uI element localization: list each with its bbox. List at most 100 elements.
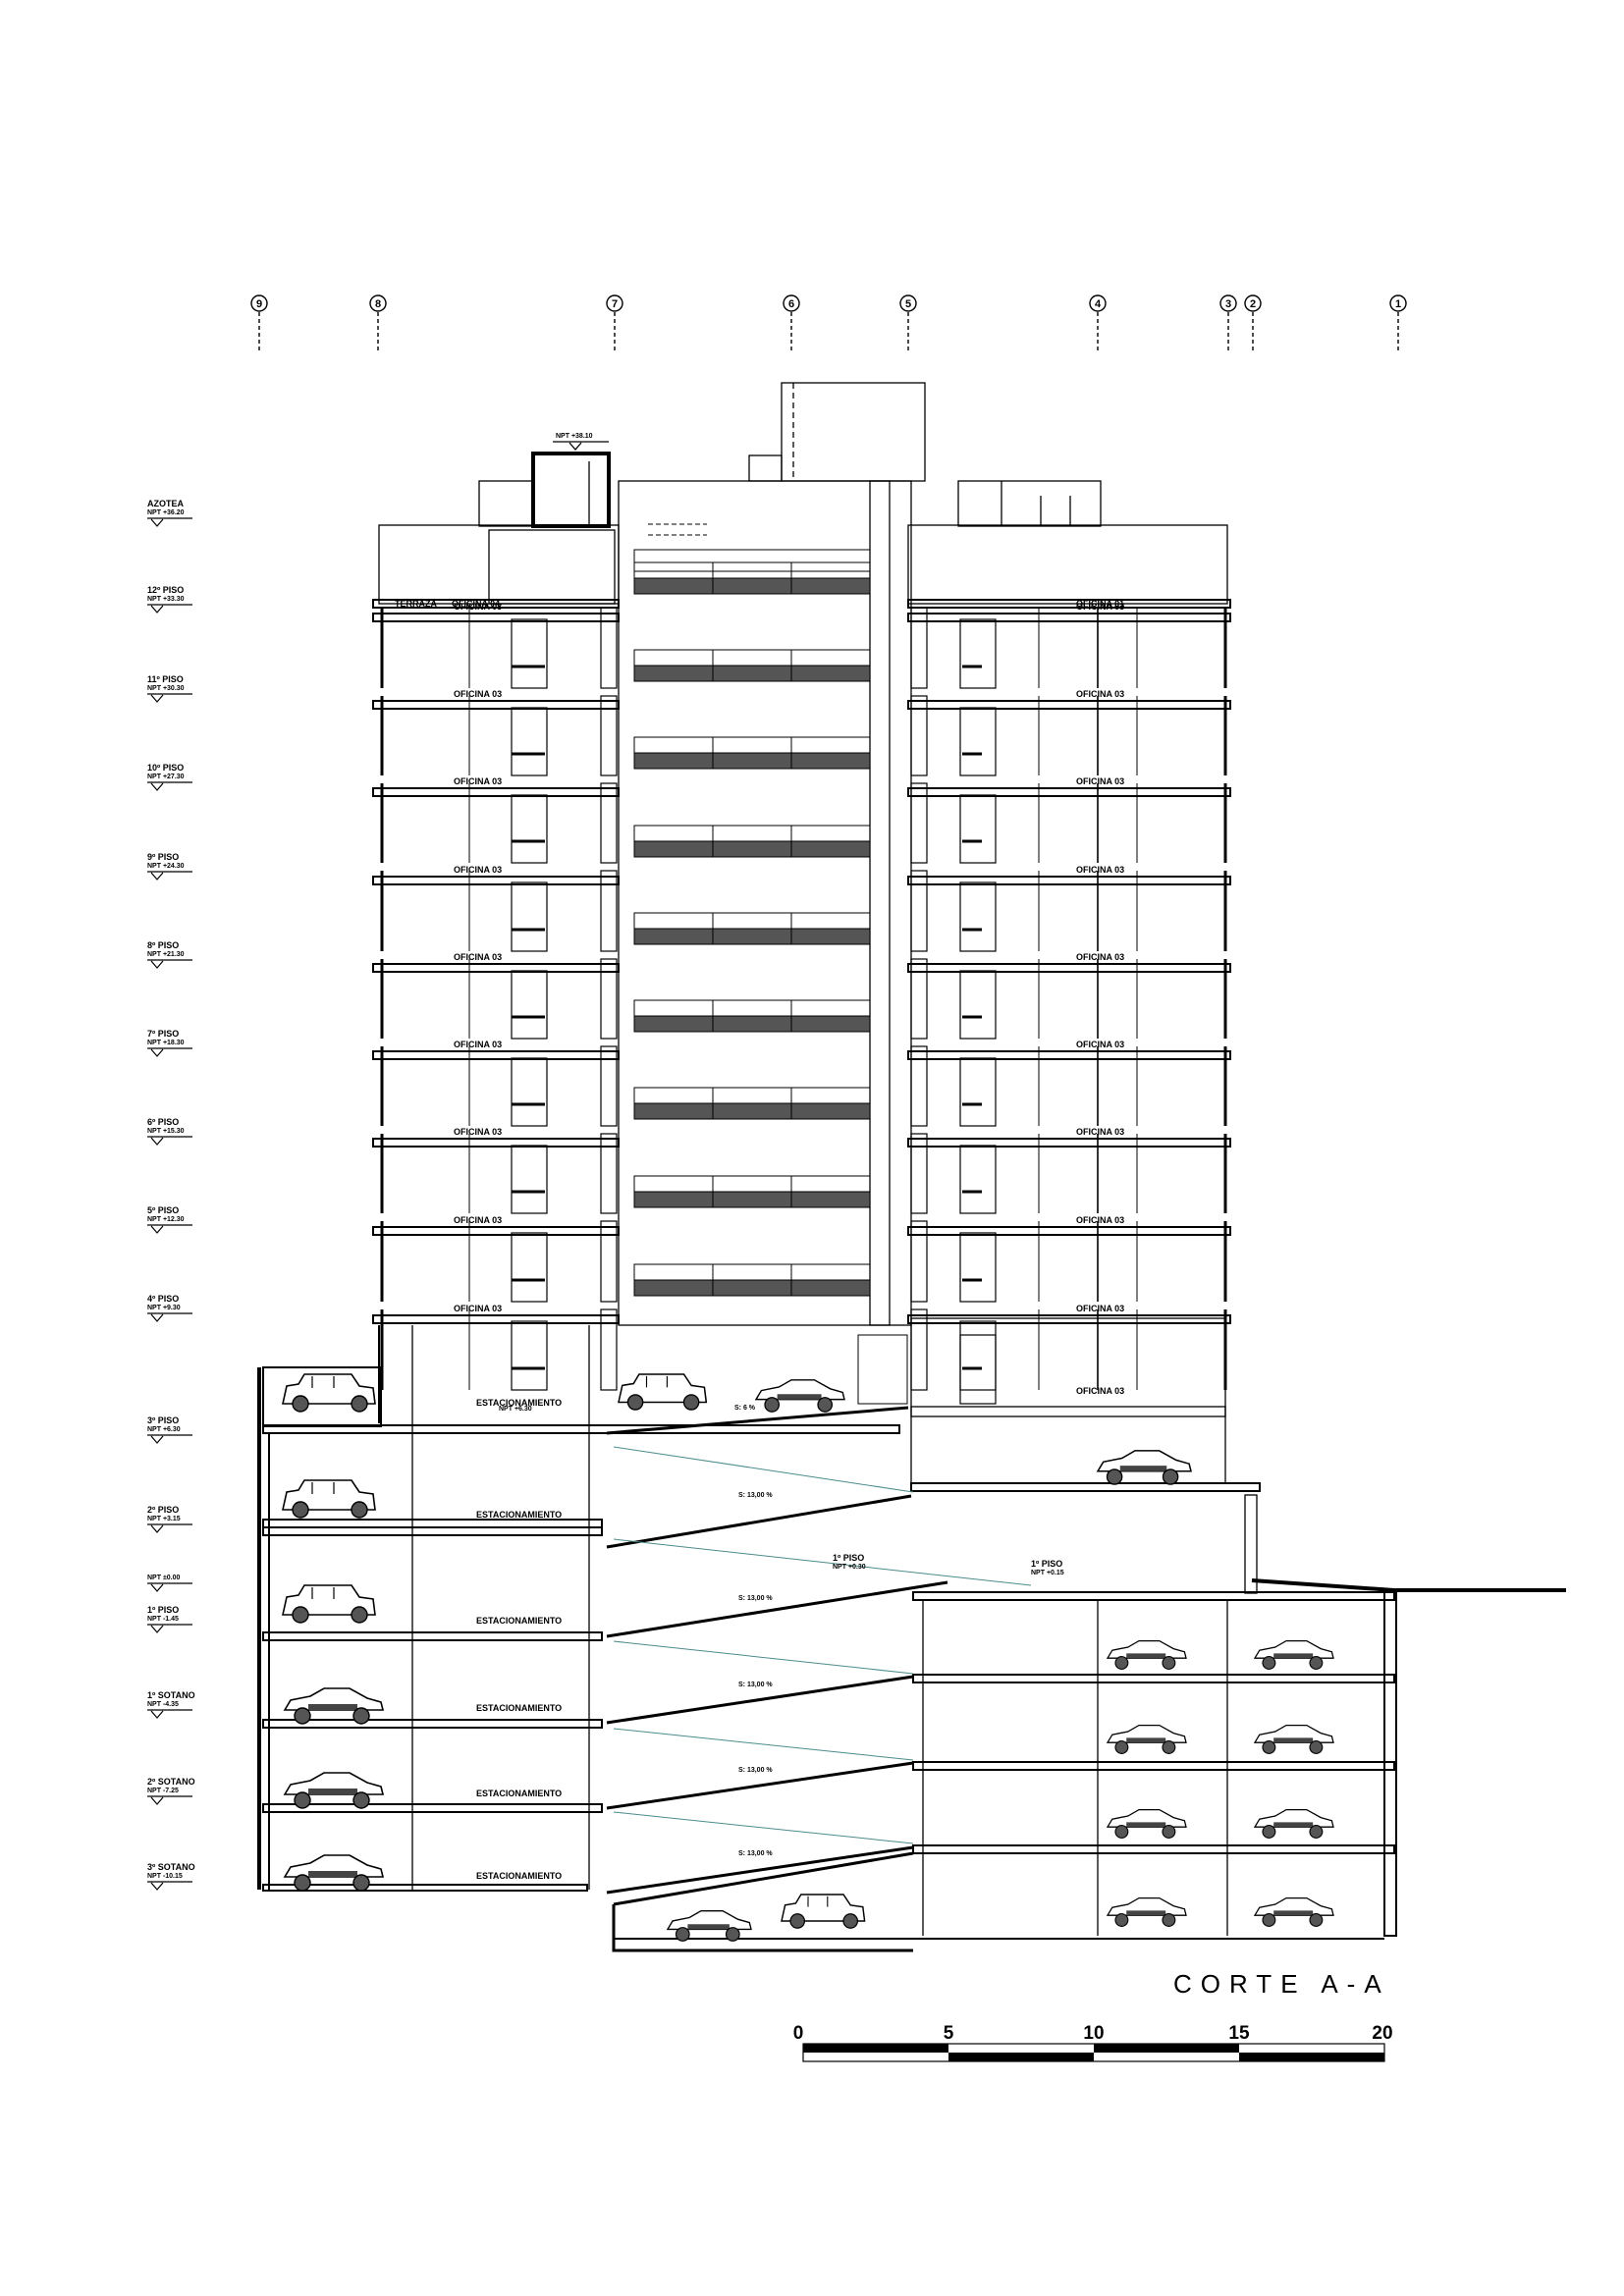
car-icon (283, 1772, 385, 1809)
ramp-slope-label: S: 13,00 % (738, 1850, 773, 1857)
parking-label: ESTACIONAMIENTO (476, 1616, 562, 1626)
slab-right (907, 787, 1231, 797)
level-name: 3º SOTANO (147, 1862, 195, 1872)
axis-label: 8 (375, 298, 381, 310)
level-name: 4º PISO (147, 1294, 179, 1304)
entry-level-npt: NPT +0.15 (1031, 1570, 1064, 1576)
car-icon (1106, 1724, 1187, 1754)
office-label: OFICINA 03 (1076, 1040, 1124, 1049)
door (959, 618, 997, 689)
car-icon (1253, 1896, 1334, 1927)
level-name: 1º SOTANO (147, 1690, 195, 1700)
car-icon (781, 1894, 866, 1929)
slab-left (372, 876, 620, 885)
door (959, 1057, 997, 1127)
level-name: 9º PISO (147, 852, 179, 862)
level-zero: NPT ±0.00 (147, 1575, 192, 1592)
column (600, 958, 618, 1040)
axis-marker-4: 4 (1089, 294, 1107, 353)
door (511, 881, 548, 952)
level-npt: NPT +21.30 (147, 951, 185, 958)
car-icon (618, 1373, 708, 1411)
level-name: AZOTEA (147, 499, 184, 508)
terrace-label: TERRAZA (395, 599, 437, 609)
level-name: 2º SOTANO (147, 1777, 195, 1787)
car-icon (283, 1687, 385, 1725)
axis-label: 3 (1225, 298, 1231, 310)
level-name: 5º PISO (147, 1205, 179, 1215)
core-shaft (618, 480, 912, 1405)
stair-flight (633, 1015, 871, 1033)
parking-npt: NPT +6.30 (499, 1406, 532, 1413)
car-icon (1253, 1808, 1334, 1839)
stair-landings (633, 561, 871, 1297)
door (511, 707, 548, 776)
ramp-slope-label: S: 6 % (734, 1405, 756, 1412)
level-npt: NPT +12.30 (147, 1216, 185, 1223)
axis-label: 2 (1250, 298, 1256, 310)
column (910, 695, 928, 776)
rooftop: NPT +38.10 (478, 382, 1102, 528)
door (511, 794, 548, 864)
column (910, 782, 928, 864)
axis-marker-2: 2 (1244, 294, 1262, 353)
office-label: OFICINA 03 (454, 1040, 502, 1049)
parking-levels (257, 1317, 1566, 1952)
stair-flight (633, 840, 871, 858)
stair-flight (633, 1102, 871, 1120)
axis-marker-8: 8 (369, 294, 387, 353)
slab-left (372, 963, 620, 973)
column (600, 1308, 618, 1391)
axis-marker-3: 3 (1219, 294, 1237, 353)
office-label: OFICINA 03 (1076, 689, 1124, 699)
level-npt: NPT +33.30 (147, 596, 185, 603)
slab-right (907, 963, 1231, 973)
level-npt: NPT -4.35 (147, 1701, 179, 1708)
parking-label: ESTACIONAMIENTO (476, 1871, 562, 1881)
level-npt: NPT -7.25 (147, 1788, 179, 1794)
car-icon (1253, 1639, 1334, 1670)
car-icon (282, 1373, 376, 1413)
ramp-labels: S: 6 % S: 13,00 % S: 13,00 % S: 13,00 % … (499, 1405, 1064, 1857)
level-name: 3º PISO (147, 1415, 179, 1425)
office-label: OFICINA 03 (454, 776, 502, 786)
door (511, 1232, 548, 1303)
ramp-slope-label: S: 13,00 % (738, 1767, 773, 1774)
axis-label: 5 (905, 298, 911, 310)
level-npt: NPT +9.30 (147, 1305, 181, 1311)
car-icon (1096, 1450, 1192, 1485)
door (959, 1145, 997, 1214)
level-name: 10º PISO (147, 763, 184, 773)
floor-outline (378, 524, 620, 605)
column (600, 870, 618, 952)
car-icon (282, 1584, 376, 1624)
slab-left (372, 1050, 620, 1060)
office-label: OFICINA 03 (1076, 1127, 1124, 1137)
axis-marker-6: 6 (783, 294, 800, 353)
slab-left (372, 1226, 620, 1236)
door (959, 707, 997, 776)
office-label: OFICINA 03 (454, 602, 502, 612)
office-label: OFICINA 03 (454, 1127, 502, 1137)
slab-left (372, 700, 620, 710)
parking-label: ESTACIONAMIENTO (476, 1510, 562, 1520)
car-icon (1106, 1808, 1187, 1839)
stair-flight (633, 1191, 871, 1208)
column (910, 1220, 928, 1303)
slab-right (907, 700, 1231, 710)
level-npt: NPT +27.30 (147, 774, 185, 780)
office-label: OFICINA 03 (454, 1304, 502, 1313)
office-floors (372, 524, 1231, 1405)
room-labels: TERRAZA OFICINA 04 OFICINA 01 OFICINA 03… (395, 599, 1124, 1396)
slab-right (907, 613, 1231, 622)
drawing-title: CORTE A-A (1173, 1969, 1390, 1999)
